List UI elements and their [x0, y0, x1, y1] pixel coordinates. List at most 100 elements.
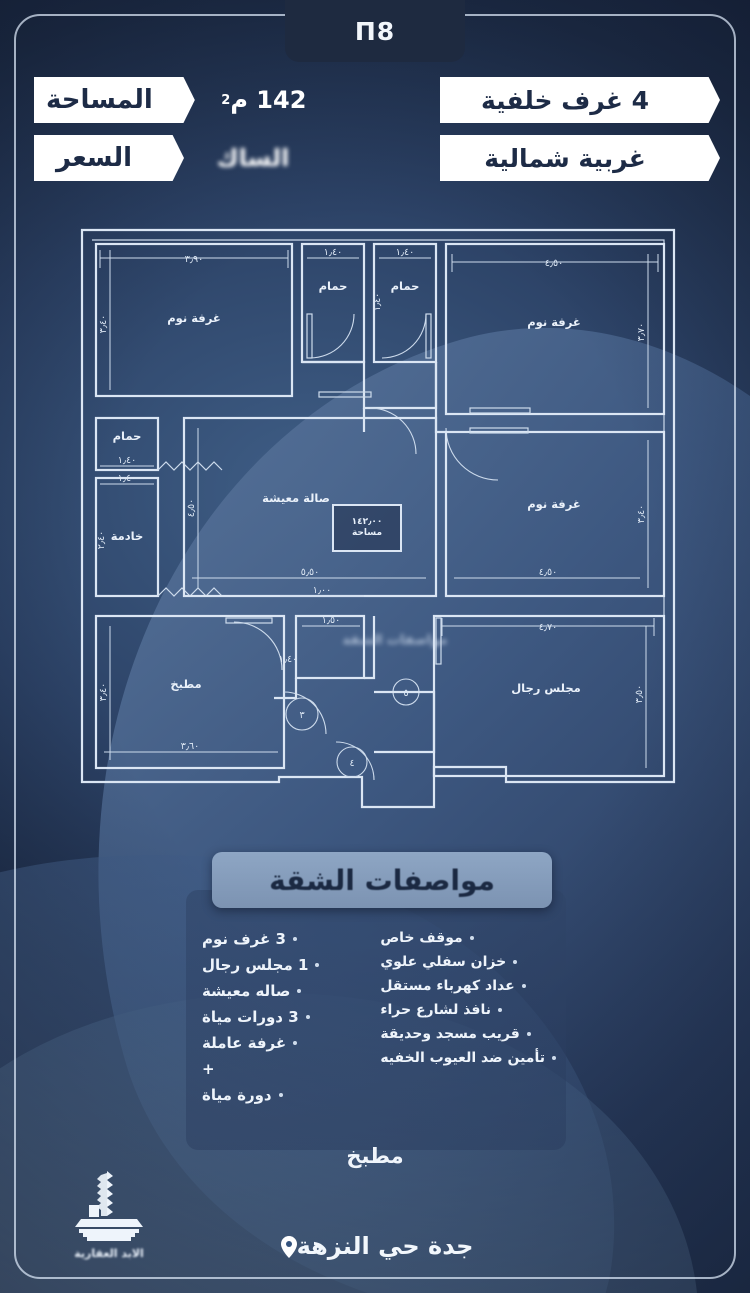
svg-text:١٫٤٠: ١٫٤٠	[396, 247, 414, 258]
specs-banner: مواصفات الشقة	[212, 852, 552, 908]
svg-text:٥: ٥	[403, 688, 408, 699]
list-item: دورة مياة	[196, 1086, 374, 1104]
floor-plan-drawing: .w { fill:none; stroke:#dbe6f4; stroke-w…	[74, 222, 682, 822]
list-item: قريب مسجد وحديقة	[374, 1026, 556, 1042]
top-code-tab: П8	[285, 0, 465, 62]
svg-text:١٫٤٠: ١٫٤٠	[372, 293, 383, 311]
svg-text:٣٫٤٠: ٣٫٤٠	[98, 683, 109, 701]
company-logo: الابد العقارية	[44, 1169, 174, 1265]
specs-left-column: موقف خاص خزان سفلي علوي عداد كهرباء مستق…	[374, 930, 556, 1104]
price-chip: الساك السعر	[34, 135, 322, 181]
rooms-label: 4 غرف خلفية	[440, 77, 690, 123]
svg-text:٣٫٥٠: ٣٫٥٠	[634, 685, 645, 703]
bullet-icon	[521, 984, 526, 988]
svg-text:غرفة نوم: غرفة نوم	[167, 311, 220, 326]
svg-text:٣٫٦٠: ٣٫٦٠	[181, 741, 199, 752]
bullet-icon	[513, 960, 518, 964]
spec-text: 3 دورات مياة	[202, 1008, 299, 1026]
svg-text:٤٫٥٠: ٤٫٥٠	[186, 499, 197, 517]
header-row-price: غربية شمالية الساك السعر	[34, 134, 720, 182]
spec-text: تأمين ضد العيوب الخفيه	[380, 1050, 545, 1066]
bullet-icon	[526, 1032, 531, 1036]
bullet-icon	[297, 989, 302, 993]
plan-area-badge: ١٤٢٫٠٠ مساحة	[332, 504, 402, 552]
list-item: عداد كهرباء مستقل	[374, 978, 556, 994]
plan-area-word: مساحة	[351, 528, 383, 538]
svg-text:مطبخ: مطبخ	[170, 677, 201, 691]
svg-text:٢٫٤٠: ٢٫٤٠	[96, 531, 107, 549]
list-item: نافذ لشارع حراء	[374, 1002, 556, 1018]
svg-text:خادمة: خادمة	[111, 529, 144, 543]
logo-mark-icon	[75, 1171, 143, 1241]
price-value: الساك	[216, 144, 291, 172]
area-value-text: 142 م	[230, 86, 307, 114]
svg-text:١٫٤٠: ١٫٤٠	[118, 455, 136, 466]
list-item: غرفة عاملة	[196, 1034, 374, 1052]
spec-text: 1 مجلس رجال	[202, 956, 309, 974]
bullet-icon	[293, 1041, 298, 1045]
bullet-icon	[552, 1056, 556, 1060]
plan-watermark: مواصفات الشقة	[342, 632, 448, 648]
list-item: خزان سفلي علوي	[374, 954, 556, 970]
svg-text:٣٫٩٠: ٣٫٩٠	[185, 254, 203, 265]
svg-text:٣: ٣	[299, 710, 304, 721]
specs-right-column: 3 غرف نوم 1 مجلس رجال صاله معيشة 3 دورات…	[196, 930, 374, 1104]
chevron-left-icon-2	[154, 135, 184, 181]
svg-text:غرفة نوم: غرفة نوم	[527, 497, 580, 512]
map-pin-icon	[280, 1236, 297, 1258]
svg-text:غرفة نوم: غرفة نوم	[527, 315, 580, 330]
list-item-plus: +	[196, 1060, 374, 1078]
svg-text:حمام: حمام	[319, 279, 348, 293]
rooms-chip: 4 غرف خلفية	[440, 77, 720, 123]
bullet-icon	[315, 963, 320, 967]
spec-text: 3 غرف نوم	[202, 930, 286, 948]
chevron-left-icon	[164, 77, 195, 123]
svg-text:حمام: حمام	[391, 279, 420, 293]
svg-text:مجلس رجال: مجلس رجال	[511, 681, 581, 695]
bullet-icon	[305, 1015, 310, 1019]
plan-area-value: ١٤٢٫٠٠	[351, 516, 383, 527]
orientation-chip: غربية شمالية	[440, 135, 720, 181]
list-item: موقف خاص	[374, 930, 556, 946]
spec-text: صاله معيشة	[202, 982, 291, 1000]
list-item: 1 مجلس رجال	[196, 956, 374, 974]
chevron-right-icon-2	[690, 135, 720, 181]
svg-text:٤٫٥٠: ٤٫٥٠	[539, 567, 557, 578]
specs-columns: موقف خاص خزان سفلي علوي عداد كهرباء مستق…	[196, 930, 556, 1104]
spec-text: موقف خاص	[380, 930, 463, 946]
svg-text:١٫٤٠: ١٫٤٠	[279, 654, 297, 665]
bullet-icon	[278, 1093, 283, 1097]
price-label: السعر	[34, 135, 154, 181]
svg-text:٣٫٤٠: ٣٫٤٠	[636, 505, 647, 523]
svg-text:٤٫٥٠: ٤٫٥٠	[545, 258, 563, 269]
location-text: جدة حي النزهة	[296, 1232, 474, 1260]
svg-text:٣٫٧٠: ٣٫٧٠	[636, 323, 647, 341]
spec-text: غرفة عاملة	[202, 1034, 287, 1052]
specs-banner-title: مواصفات الشقة	[269, 863, 495, 897]
svg-text:١٫٤٠: ١٫٤٠	[324, 247, 342, 258]
spec-text: خزان سفلي علوي	[380, 954, 507, 970]
svg-text:١٫٤٠: ١٫٤٠	[118, 473, 136, 484]
svg-text:٣٫٤٠: ٣٫٤٠	[98, 315, 109, 333]
specs-kitchen-line: مطبخ	[346, 1144, 404, 1168]
logo-company-name: الابد العقارية	[74, 1247, 144, 1260]
list-item: 3 دورات مياة	[196, 1008, 374, 1026]
svg-text:٤٫٧٠: ٤٫٧٠	[539, 622, 557, 633]
list-item: صاله معيشة	[196, 982, 374, 1000]
svg-text:صالة معيشة: صالة معيشة	[262, 491, 330, 505]
area-unit-exponent: 2	[221, 92, 231, 108]
spec-text: قريب مسجد وحديقة	[380, 1026, 520, 1042]
spec-text: نافذ لشارع حراء	[380, 1002, 491, 1018]
spec-text: دورة مياة	[202, 1086, 272, 1104]
svg-text:١٫٠٠: ١٫٠٠	[313, 585, 331, 596]
bullet-icon	[497, 1008, 502, 1012]
svg-text:حمام: حمام	[113, 429, 142, 443]
bullet-icon	[292, 937, 297, 941]
spec-text: عداد كهرباء مستقل	[380, 978, 515, 994]
svg-text:٤: ٤	[349, 758, 354, 769]
